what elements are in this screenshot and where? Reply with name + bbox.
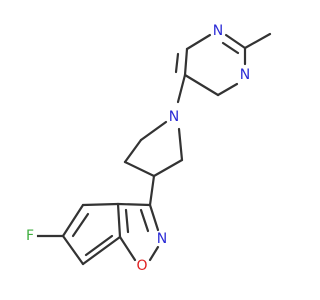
isoxazole-nitrogen: N bbox=[154, 231, 170, 247]
bond bbox=[183, 47, 189, 77]
atom-label-n3: N bbox=[169, 109, 179, 125]
atom-label-n2: N bbox=[240, 67, 250, 83]
bond bbox=[224, 33, 247, 50]
bond bbox=[116, 202, 122, 239]
bond bbox=[148, 203, 160, 232]
pyrimidine-nitrogen-right: N bbox=[237, 67, 253, 83]
bond bbox=[123, 138, 143, 164]
bond bbox=[183, 73, 220, 97]
bond bbox=[174, 52, 180, 74]
bond bbox=[152, 158, 184, 178]
bond bbox=[81, 235, 122, 266]
bond bbox=[221, 41, 240, 55]
bond bbox=[139, 208, 150, 233]
bond bbox=[71, 212, 90, 238]
piperidine-nitrogen: N bbox=[166, 109, 182, 125]
bond bbox=[139, 120, 168, 142]
bond bbox=[81, 202, 120, 207]
bond bbox=[61, 234, 85, 266]
isoxazole-oxygen: O bbox=[134, 258, 150, 274]
bond bbox=[243, 32, 272, 50]
bond bbox=[118, 235, 137, 262]
bond bbox=[148, 174, 156, 207]
bonds bbox=[35, 32, 272, 266]
bond bbox=[61, 203, 85, 238]
bond bbox=[185, 33, 212, 51]
atom-labels: N N N N O F bbox=[23, 23, 253, 274]
atom-label-f: F bbox=[26, 228, 34, 244]
molecule-structure: N N N N O F bbox=[23, 23, 272, 274]
bond bbox=[177, 127, 184, 162]
bond bbox=[116, 202, 152, 207]
pyrimidine-nitrogen-top: N bbox=[210, 23, 226, 39]
bond bbox=[123, 160, 156, 178]
bond bbox=[124, 208, 130, 234]
fluorine-substituent: F bbox=[23, 228, 37, 244]
bond bbox=[216, 82, 239, 97]
bond bbox=[84, 234, 114, 257]
atom-label-n1: N bbox=[213, 23, 223, 39]
bond bbox=[176, 73, 187, 104]
bond bbox=[148, 245, 160, 262]
atom-label-o: O bbox=[136, 258, 147, 274]
atom-label-n4: N bbox=[157, 231, 167, 247]
